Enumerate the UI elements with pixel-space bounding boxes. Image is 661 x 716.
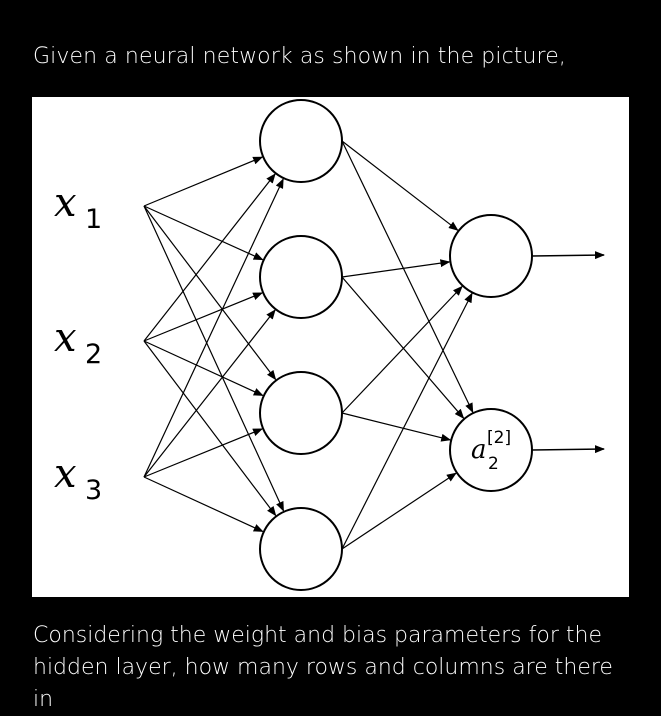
output-node-2 [449,408,533,492]
input-label-subscript: 3 [85,475,102,506]
hidden-node-4 [259,507,343,591]
edge-hidden-1-to-output-2 [341,140,474,414]
edge-hidden-2-to-output-2 [341,276,465,419]
input-label-variable: x [54,180,77,226]
hidden-node-2 [259,235,343,319]
edge-hidden-1-to-output-1 [341,140,459,231]
intro-text: Given a neural network as shown in the p… [33,44,566,69]
edge-input-2-to-hidden-1 [143,173,276,342]
edge-input-2-to-hidden-4 [143,340,277,517]
hidden-node-1 [259,99,343,183]
edge-hidden-3-to-output-2 [341,412,452,442]
hidden-node-3 [259,371,343,455]
nodes-layer [259,99,605,591]
edge-input-2-to-hidden-2 [143,292,264,342]
edge-input-3-to-hidden-4 [143,476,264,533]
edge-input-1-to-hidden-3 [143,205,277,381]
edge-input-1-to-hidden-2 [143,205,264,261]
edge-hidden-4-to-output-1 [341,292,473,550]
edge-hidden-2-to-output-1 [341,259,451,278]
edge-input-2-to-hidden-3 [143,340,264,397]
edge-input-3-to-hidden-1 [143,178,284,478]
question-text: Considering the weight and bias paramete… [33,623,613,712]
edge-input-3-to-hidden-2 [143,309,276,478]
output-arrow-1 [531,251,605,260]
input-label-subscript: 2 [85,339,102,370]
edge-input-3-to-hidden-3 [143,428,264,478]
input-label-variable: x [54,315,77,361]
input-label-subscript: 1 [85,204,102,235]
edges-layer [143,140,474,550]
edge-hidden-3-to-output-1 [341,285,463,414]
output-node-label-superscript: [2] [487,428,511,448]
output-node-label-subscript: 2 [488,454,499,474]
edge-hidden-4-to-output-2 [341,472,457,550]
edge-input-1-to-hidden-1 [143,156,264,207]
edge-input-1-to-hidden-4 [143,205,285,512]
output-node-1 [449,214,533,298]
output-arrow-2 [531,445,605,454]
output-node-label: a [471,435,487,465]
input-label-variable: x [54,451,77,497]
